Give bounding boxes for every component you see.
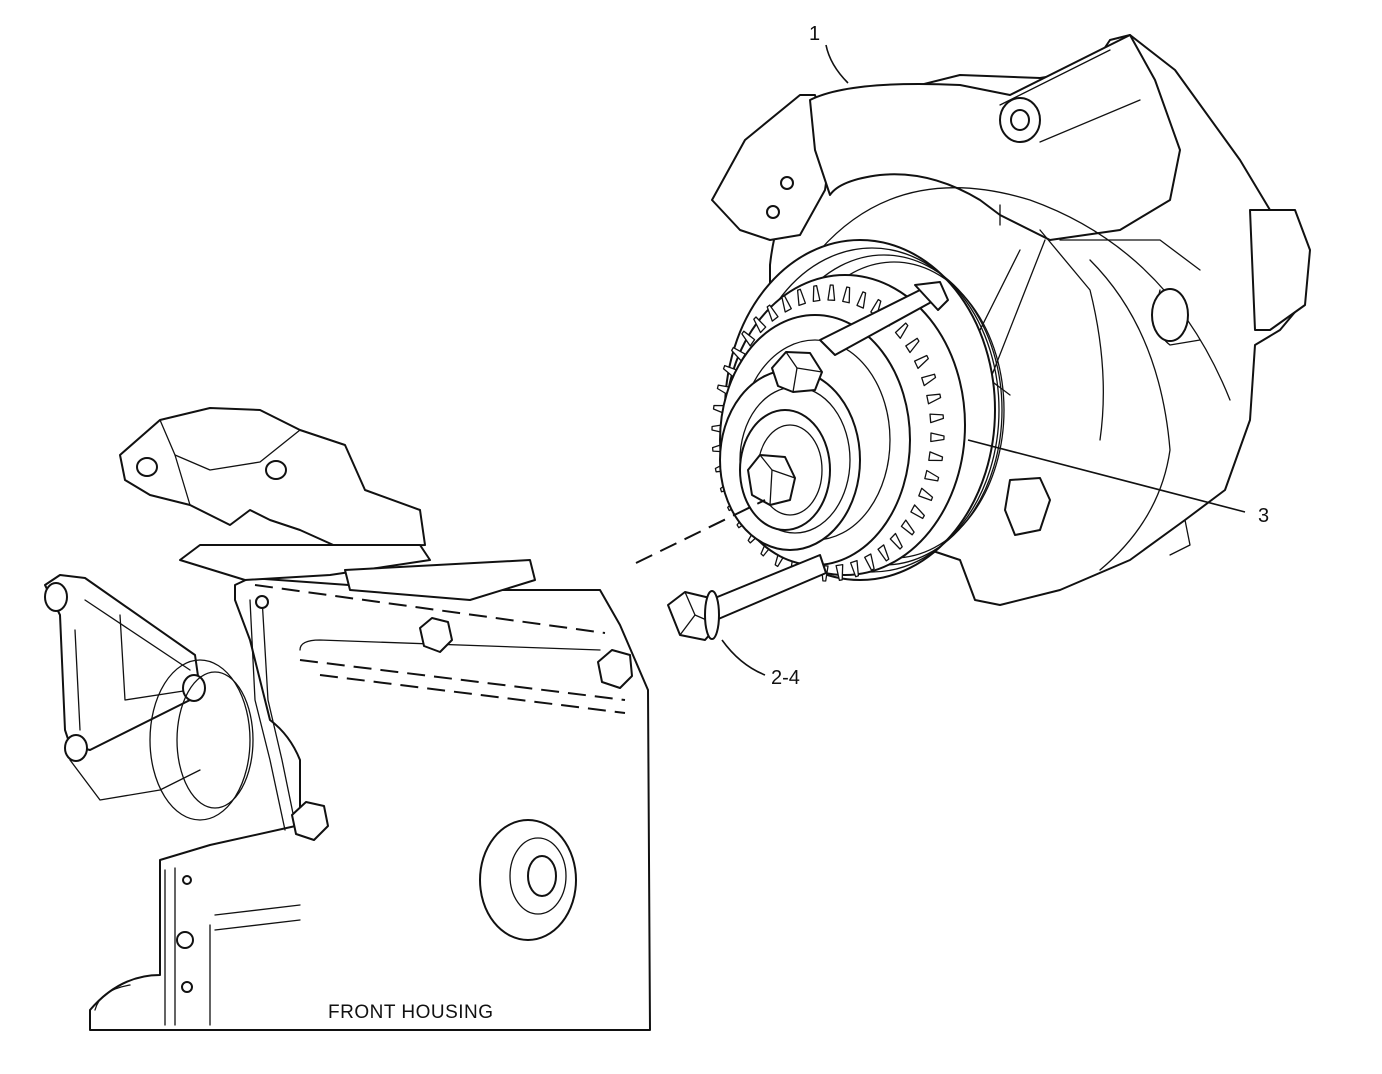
callout-leader-1 <box>825 44 849 84</box>
loose-bolt <box>667 554 827 641</box>
gear-tooth <box>926 393 942 405</box>
gear-tooth <box>910 504 925 520</box>
gear-tooth <box>753 316 767 334</box>
center-axis-line <box>635 499 766 564</box>
gear-teeth <box>711 284 945 582</box>
gear-tooth <box>835 563 844 581</box>
gear-tooth <box>849 559 860 578</box>
front-housing-label: FRONT HOUSING <box>328 1002 494 1023</box>
gear-tooth <box>812 285 821 303</box>
gear-tooth <box>741 330 756 347</box>
gear-tooth <box>913 354 929 370</box>
callout-leader-3 <box>967 439 1246 513</box>
gear-tooth <box>766 304 779 322</box>
callout-label-2-4: 2-4 <box>771 667 800 689</box>
gear-tooth <box>856 291 867 309</box>
gear-tooth <box>796 288 807 307</box>
gear-tooth <box>827 284 836 301</box>
callout-label-1: 1 <box>809 23 820 45</box>
gear-tooth <box>905 337 920 354</box>
gear-tooth <box>889 532 903 550</box>
gear-tooth <box>930 432 945 443</box>
gear-tooth <box>924 469 940 482</box>
gear-tooth <box>918 487 934 502</box>
gear-tooth <box>894 322 909 339</box>
callout-label-3: 3 <box>1258 505 1269 527</box>
gear-tooth <box>929 413 945 424</box>
gear-tooth <box>921 373 937 387</box>
gear-tooth <box>928 451 944 462</box>
front-housing <box>44 407 651 1031</box>
gear-tooth <box>781 295 792 313</box>
gear-tooth <box>842 286 851 304</box>
pump-assembly <box>711 34 1311 606</box>
gear-tooth <box>864 553 875 571</box>
gear-tooth <box>900 519 915 536</box>
callout-leader-2-4 <box>721 639 766 676</box>
gear-tooth <box>877 544 890 562</box>
